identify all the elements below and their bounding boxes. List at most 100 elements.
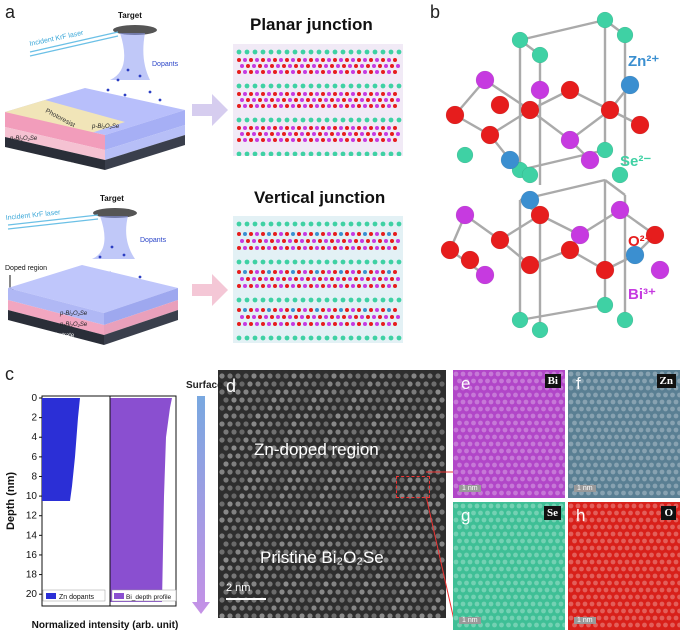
stem-atom-column [327, 477, 333, 483]
map-atom [610, 441, 616, 447]
stem-atom-column [247, 557, 253, 563]
map-atom [534, 524, 539, 530]
stem-atom-column [415, 589, 421, 595]
map-atom [656, 448, 661, 454]
lattice-atom [372, 277, 376, 281]
lattice-atom [292, 49, 298, 55]
map-atom [568, 441, 574, 447]
map-atom [481, 587, 487, 593]
stem-atom-column [387, 581, 393, 587]
lattice-atom [261, 270, 265, 274]
lattice-atom [388, 335, 394, 341]
map-atom [506, 608, 511, 614]
map-atom [617, 601, 623, 607]
lattice-atom [378, 98, 382, 102]
stem-atom-column [239, 381, 245, 387]
lattice-atom [321, 126, 325, 130]
map-atom [579, 434, 584, 440]
stem-atom-column [391, 461, 397, 467]
stem-atom-column [267, 485, 273, 491]
o-atom [490, 95, 510, 115]
map-atom [534, 622, 539, 628]
map-atom [579, 608, 584, 614]
lattice-atom [327, 232, 331, 236]
map-atom [582, 385, 588, 391]
stem-atom-column [239, 541, 245, 547]
lattice-atom [324, 64, 328, 68]
map-atom [520, 538, 525, 544]
map-atom [642, 392, 647, 398]
map-atom [628, 510, 633, 516]
map-atom [607, 594, 612, 600]
doped-region-label: Doped region [5, 265, 47, 272]
stem-atom-column [299, 517, 305, 523]
map-atom [645, 615, 651, 621]
lattice-atom [364, 297, 370, 303]
stem-atom-column [263, 445, 269, 451]
bi-atom [610, 200, 630, 220]
lattice-atom [267, 284, 271, 288]
map-atom [652, 587, 658, 593]
stem-atom-column [295, 445, 301, 451]
map-atom [575, 503, 581, 509]
stem-atom-column [363, 533, 369, 539]
stem-atom-column [319, 461, 325, 467]
stem-atom-column [327, 509, 333, 515]
stem-atom-column [411, 533, 417, 539]
map-atom [460, 371, 466, 377]
stem-atom-column [423, 397, 429, 403]
stem-atom-column [259, 485, 265, 491]
map-atom [649, 434, 654, 440]
map-atom [603, 545, 609, 551]
stem-atom-column [439, 525, 445, 531]
stem-atom-column [267, 453, 273, 459]
lattice-atom [284, 83, 290, 89]
map-atom [488, 427, 494, 433]
map-atom [527, 552, 532, 558]
map-atom [485, 608, 490, 614]
map-atom [582, 601, 588, 607]
lattice-atom [273, 70, 277, 74]
stem-atom-column [223, 413, 229, 419]
stem-atom-column [251, 613, 257, 618]
map-atom [596, 371, 602, 377]
map-atom [506, 378, 511, 384]
map-atom [481, 441, 487, 447]
stem-atom-column [327, 413, 333, 419]
stem-atom-column [331, 469, 337, 475]
map-atom [638, 469, 644, 475]
lattice-atom [324, 49, 330, 55]
stem-atom-column [399, 509, 405, 515]
lattice-atom [363, 126, 367, 130]
map-atom [478, 476, 483, 482]
stem-atom-column [347, 469, 353, 475]
map-atom [453, 573, 459, 579]
map-atom [575, 427, 581, 433]
stem-atom-column [291, 389, 297, 395]
map-atom [579, 378, 584, 384]
lattice-atom [244, 117, 250, 123]
map-atom [488, 531, 494, 537]
map-atom [499, 378, 504, 384]
stem-atom-column [323, 501, 329, 507]
map-atom [502, 517, 508, 523]
stem-atom-column [271, 397, 277, 403]
stem-atom-column [263, 461, 269, 467]
map-atom [610, 615, 616, 621]
se-atom [511, 31, 529, 49]
map-atom [596, 469, 602, 475]
stem-atom-column [307, 485, 313, 491]
lattice-atom [363, 232, 367, 236]
map-atom [603, 531, 609, 537]
map-atom [506, 580, 511, 586]
stem-atom-column [407, 589, 413, 595]
stem-atom-column [347, 405, 353, 411]
map-atom [478, 462, 483, 468]
element-tag-o: O [661, 506, 676, 520]
stem-atom-column [363, 485, 369, 491]
stem-atom-column [407, 605, 413, 611]
lattice-atom [369, 284, 373, 288]
map-atom [520, 420, 525, 426]
map-atom [502, 455, 508, 461]
lattice-atom [243, 270, 247, 274]
